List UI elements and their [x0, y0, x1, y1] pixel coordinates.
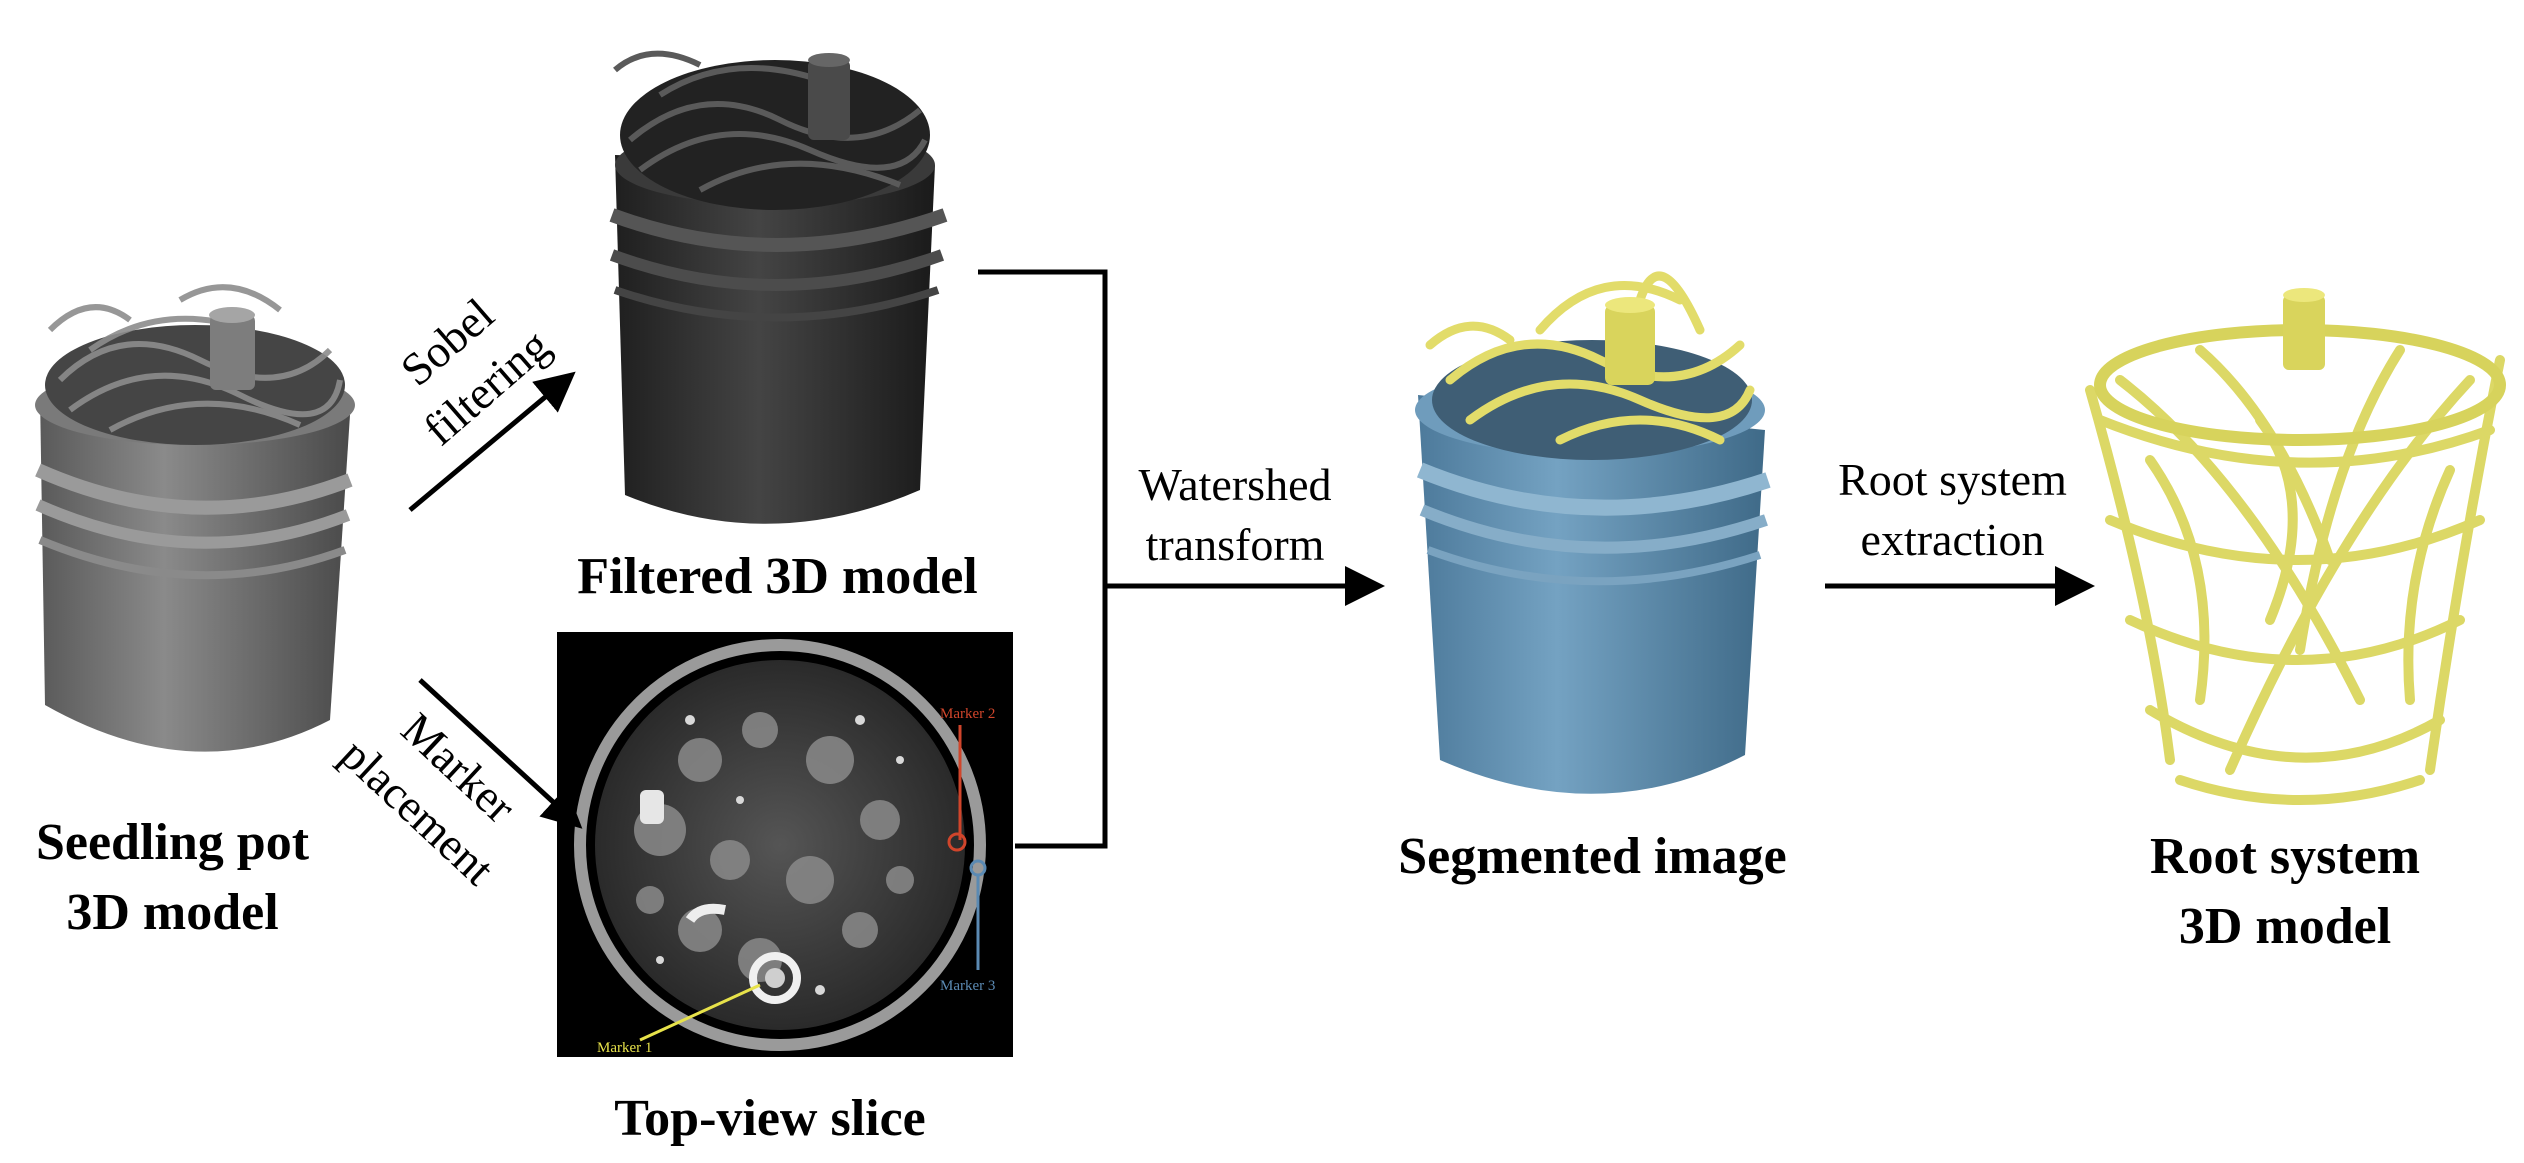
seedling-pot-caption: Seedling pot 3D model [20, 808, 325, 948]
extraction-line2: extraction [1860, 513, 2045, 565]
filtered-model-caption: Filtered 3D model [577, 548, 978, 605]
marker-arrow [418, 678, 583, 829]
watershed-line1: Watershed [1138, 459, 1332, 510]
seedling-pot-image [35, 284, 355, 752]
segmented-image-caption: Segmented image [1398, 828, 1787, 885]
filtered-model-image [609, 50, 948, 524]
top-view-slice-image: Marker 1 Marker 2 Marker 3 [557, 632, 1013, 1057]
seedling-caption-line1: Seedling pot [35, 814, 310, 871]
marker-1-label: Marker 1 [597, 1040, 652, 1056]
merge-connector [978, 269, 1108, 849]
root-system-image [2085, 288, 2506, 805]
root-extraction-label: Root system extraction [1815, 450, 2090, 570]
root-caption-line1: Root system [2149, 828, 2421, 885]
watershed-transform-label: Watershed transform [1110, 455, 1360, 575]
extraction-line1: Root system [1838, 454, 2067, 505]
watershed-line2: transform [1145, 518, 1325, 570]
seedling-caption-line2: 3D model [66, 884, 279, 942]
top-view-slice-caption: Top-view slice [614, 1090, 926, 1147]
sobel-arrow [408, 371, 576, 512]
segmented-image [1415, 271, 1771, 794]
root-system-caption: Root system 3D model [2130, 822, 2440, 962]
root-caption-line2: 3D model [2178, 898, 2392, 956]
marker-2-label: Marker 2 [940, 706, 995, 722]
marker-3-label: Marker 3 [940, 978, 995, 994]
